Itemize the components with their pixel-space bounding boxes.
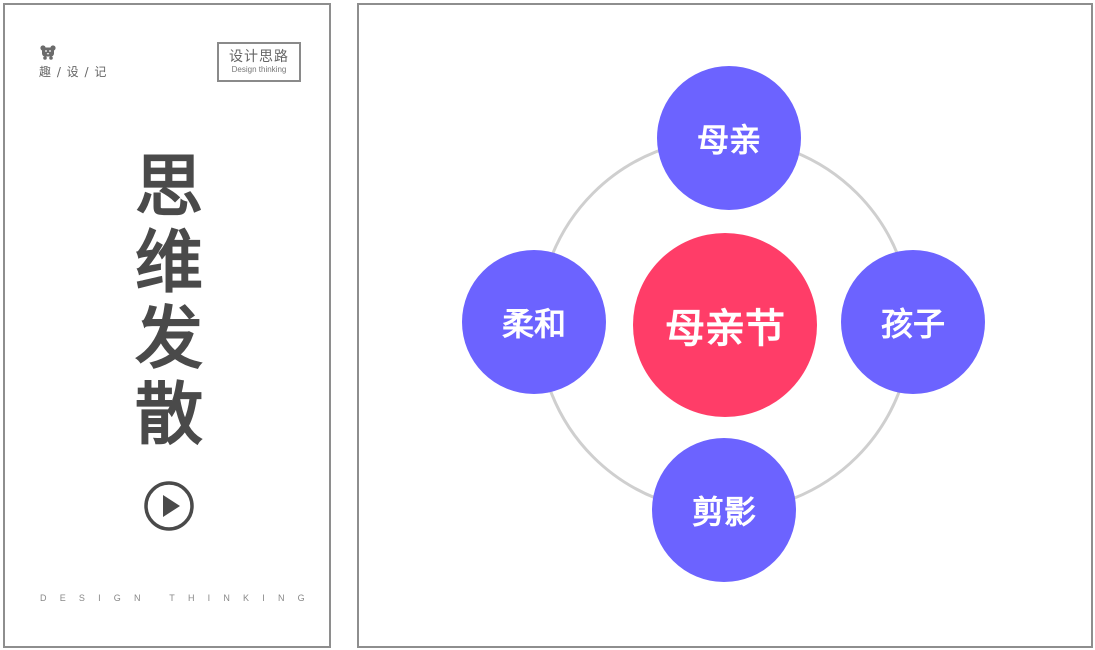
node-soft: 柔和 [462,250,606,394]
node-silhouette: 剪影 [652,438,796,582]
node-label: 剪影 [691,493,756,531]
tag-subtitle: Design thinking [231,65,287,74]
left-panel: 趣 / 设 / 记 设计思路 Design thinking 思 维 发 散 D… [3,3,331,648]
node-label: 柔和 [501,305,566,343]
node-child: 孩子 [841,250,985,394]
brand: 趣 / 设 / 记 [39,45,107,80]
node-label: 母亲 [696,121,761,159]
title-char: 维 [134,224,203,303]
design-thinking-tag: 设计思路 Design thinking [217,42,301,82]
brand-name: 趣 / 设 / 记 [39,65,108,79]
title-char: 思 [134,148,203,227]
play-circle-icon[interactable] [143,480,195,532]
page-title: 思 维 发 散 [131,150,207,454]
bear-icon [40,45,56,60]
tag-title: 设计思路 [229,49,289,65]
center-node-mothers-day: 母亲节 [633,233,817,417]
node-label: 孩子 [880,305,945,343]
title-char: 发 [134,300,203,379]
footer-text: DESIGN THINKING [40,593,318,603]
title-char: 散 [134,376,203,455]
node-mother: 母亲 [657,66,801,210]
center-label: 母亲节 [665,306,785,352]
